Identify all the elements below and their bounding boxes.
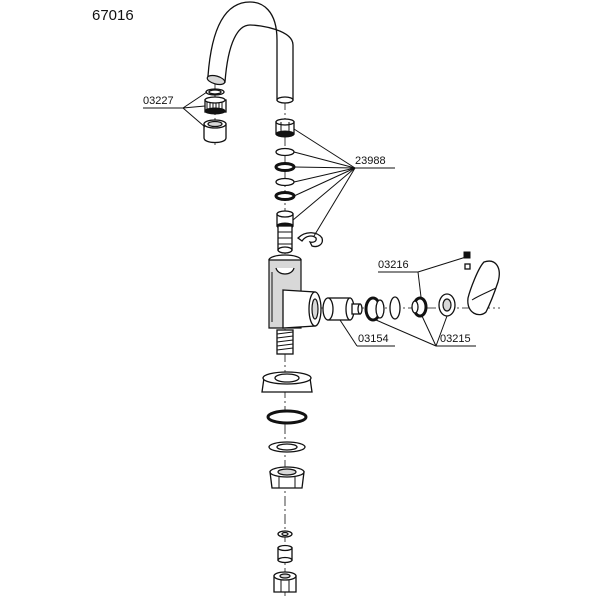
cartridge-rings-callout: 03215 (375, 315, 476, 347)
label-cartridge-rings: 03215 (440, 333, 471, 345)
mixer-body (268, 254, 322, 329)
label-aerator: 03227 (143, 95, 174, 107)
mounting-parts (261, 371, 313, 489)
bottom-fittings (273, 530, 297, 593)
aerator-callout: 03227 (143, 91, 208, 128)
cartridge-rings (364, 293, 456, 322)
cartridge (322, 297, 363, 321)
spout (206, 1, 294, 104)
lever-handle (463, 251, 500, 316)
diagram-title: 67016 (92, 7, 134, 24)
seals-callout: 23988 (292, 128, 395, 237)
cartridge-screw-callout: 03216 (378, 256, 467, 298)
retaining-clip (297, 232, 324, 248)
upper-fitting (275, 118, 295, 138)
label-cartridge: 03154 (358, 333, 389, 345)
aerator-parts (203, 88, 227, 144)
threaded-shank (276, 329, 294, 355)
cartridge-callout: 03154 (339, 319, 395, 347)
label-cartridge-screw: 03216 (378, 259, 409, 271)
label-seals: 23988 (355, 155, 386, 167)
hose-connector (276, 210, 294, 254)
